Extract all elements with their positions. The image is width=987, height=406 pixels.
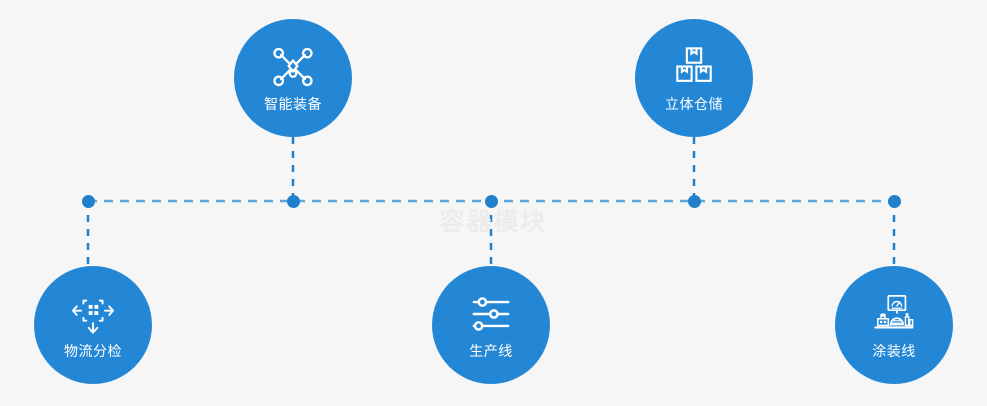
node-label-tuzhuangxian: 涂装线 <box>872 342 916 359</box>
sorting-arrows-icon <box>70 293 116 335</box>
spine-dot-wuliufenjian <box>81 194 95 208</box>
node-zhinengzhuangbei[interactable]: 智能装备 <box>234 19 352 137</box>
spine-dot-liticangchu <box>687 194 701 208</box>
node-label-liticangchu: 立体仓储 <box>665 95 723 112</box>
factory-monitor-icon <box>871 293 917 335</box>
node-shengchanxian[interactable]: 生产线 <box>432 266 550 384</box>
spine-dot-shengchanxian <box>484 194 498 208</box>
node-label-shengchanxian: 生产线 <box>469 342 513 359</box>
watermark-text: 容器模块 <box>439 208 548 236</box>
node-label-wuliufenjian: 物流分检 <box>64 342 122 359</box>
node-tuzhuangxian[interactable]: 涂装线 <box>835 266 953 384</box>
spine-dot-zhinengzhuangbei <box>286 194 300 208</box>
node-label-zhinengzhuangbei: 智能装备 <box>264 95 322 112</box>
node-liticangchu[interactable]: 立体仓储 <box>635 19 753 137</box>
spine-dot-tuzhuangxian <box>887 194 901 208</box>
stacked-boxes-icon <box>671 46 717 88</box>
sliders-icon <box>468 293 514 335</box>
network-nodes-icon <box>270 46 316 88</box>
node-wuliufenjian[interactable]: 物流分检 <box>34 266 152 384</box>
